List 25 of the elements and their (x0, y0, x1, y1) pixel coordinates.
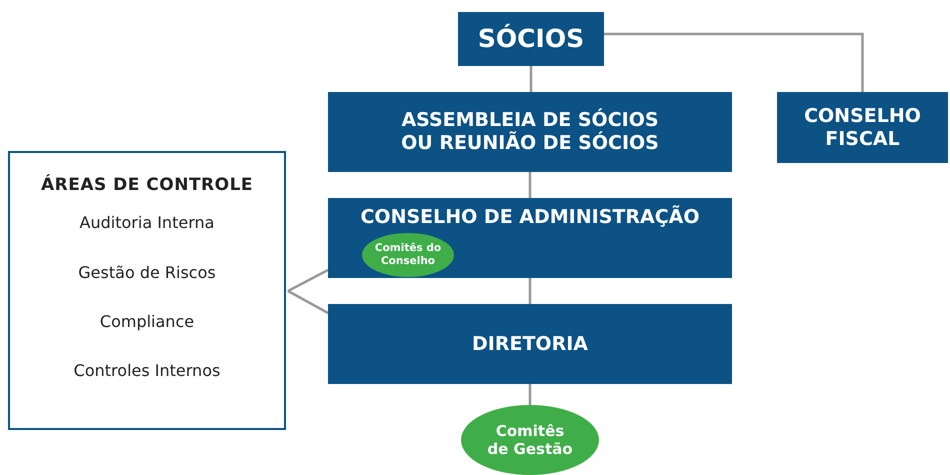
box-label: Comitês de Gestão (486, 422, 574, 458)
list-item: Auditoria Interna (80, 213, 214, 233)
connector-line (528, 384, 532, 405)
process-box (328, 92, 732, 172)
box-label: ASSEMBLEIA DE SÓCIOS OU REUNIÃO DE SÓCIOS (400, 109, 660, 155)
box-label: DIRETORIA (472, 332, 588, 356)
box-label: CONSELHO FISCAL (803, 104, 922, 150)
connector-line (287, 290, 329, 314)
connector-line (528, 172, 532, 198)
list-item: Compliance (100, 312, 194, 331)
process-box (777, 92, 948, 163)
connector-line (528, 278, 532, 304)
connector-line (604, 32, 864, 92)
process-box (328, 198, 732, 278)
connector-line (287, 268, 329, 292)
box-label: CONSELHO DE ADMINISTRAÇÃO (360, 206, 700, 229)
control-areas-panel (8, 151, 286, 430)
list-item: Controles Internos (74, 360, 220, 380)
list-item: Gestão de Riscos (78, 262, 216, 282)
panel-heading: ÁREAS DE CONTROLE (40, 175, 254, 196)
process-box (328, 304, 732, 384)
title-box (458, 12, 604, 66)
box-label: SÓCIOS (478, 24, 584, 54)
box-label: Comitês do Conselho (374, 242, 442, 268)
connector-line (530, 66, 532, 92)
